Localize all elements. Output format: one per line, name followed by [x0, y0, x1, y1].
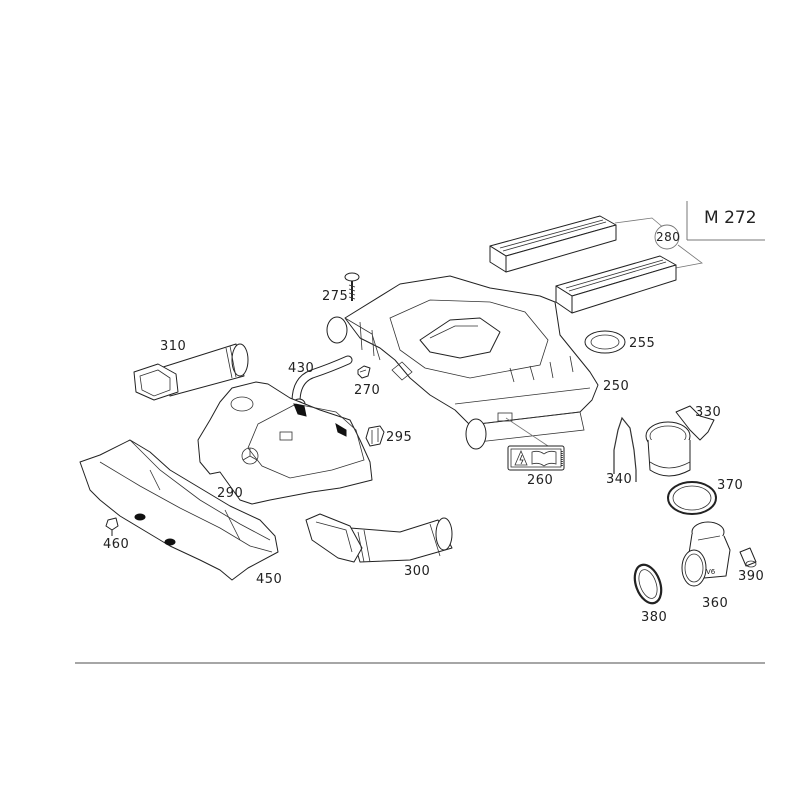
part-label-450[interactable]: 450 [256, 572, 283, 587]
part-label-295[interactable]: 295 [386, 430, 413, 445]
clip-295 [365, 425, 385, 447]
part-label-300[interactable]: 300 [404, 564, 431, 579]
part-label-380[interactable]: 380 [641, 610, 668, 625]
screw-275 [344, 272, 360, 301]
part-label-340[interactable]: 340 [606, 472, 633, 487]
callout-280 [614, 217, 703, 279]
part-label-460[interactable]: 460 [103, 537, 130, 552]
part-label-330[interactable]: 330 [695, 405, 722, 420]
seal-ring-370 [667, 481, 717, 515]
part-label-360[interactable]: 360 [702, 596, 729, 611]
air-filter-element-upper [489, 215, 617, 273]
part-label-390[interactable]: 390 [738, 569, 765, 584]
part-label-250[interactable]: 250 [603, 379, 630, 394]
warning-label-260 [507, 445, 565, 471]
wire-340 [613, 416, 637, 482]
part-label-280[interactable]: 280 [656, 230, 681, 244]
cowl-panel-450 [79, 439, 279, 581]
engine-cover-290 [197, 381, 373, 505]
intake-adapter-360: V6 [681, 521, 731, 587]
part-label-260[interactable]: 260 [527, 473, 554, 488]
air-mass-sensor-housing-330 [645, 405, 715, 477]
part-label-430[interactable]: 430 [288, 361, 315, 376]
part-label-255[interactable]: 255 [629, 336, 656, 351]
intake-duct-310 [133, 343, 249, 401]
intake-duct-300 [305, 513, 453, 563]
part-label-270[interactable]: 270 [354, 383, 381, 398]
expanding-rivet-460 [105, 517, 119, 536]
svg-text:V6: V6 [706, 568, 716, 576]
part-label-370[interactable]: 370 [717, 478, 744, 493]
sleeve-390 [739, 547, 757, 568]
part-label-290[interactable]: 290 [217, 486, 244, 501]
air-filter-element-lower [555, 255, 677, 314]
clip-270 [357, 365, 371, 379]
model-code: M 272 [704, 208, 757, 228]
part-label-275[interactable]: 275 [322, 289, 349, 304]
air-filter-housing-250 [326, 275, 599, 450]
seal-ring-255 [584, 330, 626, 354]
part-label-310[interactable]: 310 [160, 339, 187, 354]
model-box [686, 201, 765, 241]
seal-ring-380 [633, 563, 663, 605]
